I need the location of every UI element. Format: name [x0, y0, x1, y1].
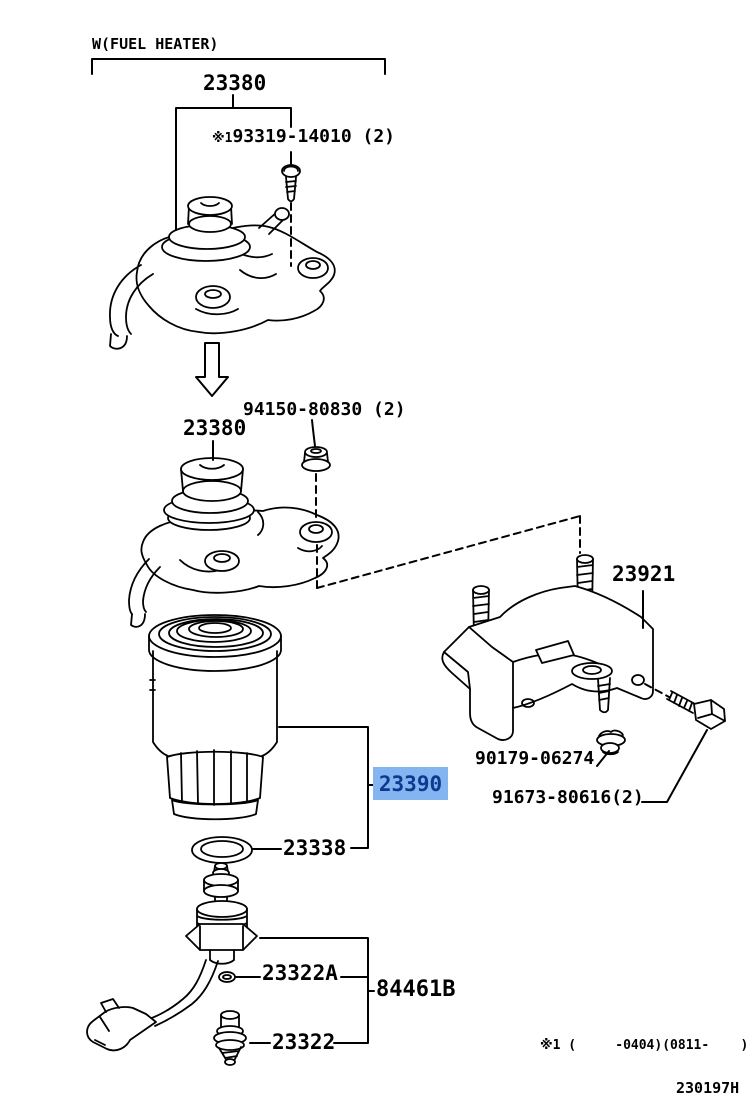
variant-note: W(FUEL HEATER) [92, 35, 219, 53]
callout-sedimenter-assy[interactable]: 84461B [376, 977, 456, 1002]
callout-fuel-filter-highlighted[interactable]: 23390 [373, 767, 448, 800]
nut-drawing [301, 446, 331, 472]
callout-bolt[interactable]: 91673-80616(2) [492, 787, 644, 808]
callout-bracket[interactable]: 23921 [612, 562, 676, 586]
clip-grommet-drawing [596, 729, 626, 756]
callout-screw[interactable]: ※193319-14010 (2) [212, 128, 395, 146]
small-oring-drawing [218, 971, 236, 983]
callout-screw-number: 93319-14010 (2) [232, 126, 396, 147]
screw-drawing [281, 164, 301, 203]
bracket-drawing [441, 554, 654, 741]
level-switch-drawing [213, 1010, 247, 1066]
sheet-code: 230197H [676, 1079, 740, 1097]
callout-clip[interactable]: 90179-06274 [475, 748, 595, 769]
gasket-oring-drawing [191, 836, 253, 864]
bolt-drawing [666, 690, 726, 730]
fuel-pump-assembly-mid-drawing [128, 457, 340, 628]
callout-nut[interactable]: 94150-80830 (2) [243, 399, 406, 420]
footnote-marker: ※1 [212, 131, 233, 146]
down-arrow [195, 342, 229, 397]
fuel-pump-assembly-top-drawing [109, 196, 336, 350]
callout-pump-assy[interactable]: 23380 [183, 416, 247, 440]
callout-pump-assy-top[interactable]: 23380 [203, 71, 267, 95]
sedimenter-assembly-drawing [86, 862, 258, 1052]
callout-level-switch[interactable]: 23322 [272, 1030, 336, 1054]
alignment-dashed-lines [290, 202, 670, 698]
callout-oring[interactable]: 23322A [262, 961, 338, 985]
callout-gasket[interactable]: 23338 [283, 836, 347, 860]
leader-lines [91, 58, 708, 1044]
applicability-footnote: ※1 ( -0404)(0811- ) [540, 1038, 749, 1053]
fuel-filter-drawing [148, 614, 282, 821]
